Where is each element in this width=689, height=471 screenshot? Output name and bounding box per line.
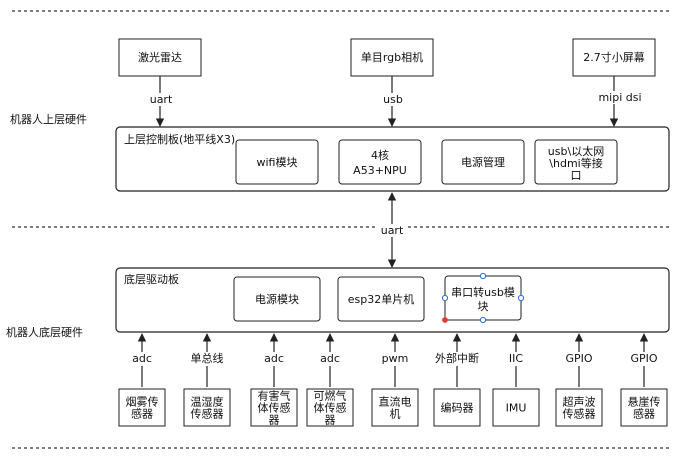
upper-device-camera: 单目rgb相机 xyxy=(350,38,434,77)
upper-module-power xyxy=(441,139,525,185)
lower-device-label: 超声波 xyxy=(563,395,596,409)
selection-handle[interactable] xyxy=(479,272,487,280)
lower-device-box xyxy=(306,388,354,427)
lower-device-label: 机 xyxy=(390,407,401,421)
upper-control-board: 上层控制板(地平线X3) wifi模块 4核 A53+NPU 电源管理 usb\… xyxy=(115,126,670,192)
module-line: 串口转usb模 xyxy=(451,285,515,299)
lower-device-box xyxy=(118,388,166,427)
lower-device-box xyxy=(250,388,298,427)
lower-device-box xyxy=(555,388,603,427)
link-label: adc xyxy=(264,352,284,365)
link-label: 单总线 xyxy=(191,351,224,365)
lower-device-label: 感器 xyxy=(633,408,655,421)
upper-device-screen: 2.7寸小屏幕 xyxy=(572,38,656,77)
lower-device-label: 有害气 xyxy=(258,389,291,403)
upper-board-title: 上层控制板(地平线X3) xyxy=(124,132,235,146)
upper-module-ports xyxy=(534,139,618,185)
lower-device-label: IMU xyxy=(506,402,527,415)
lower-device-label: 可燃气 xyxy=(314,389,347,403)
lower-device-box xyxy=(620,388,668,427)
upper-device-label: 单目rgb相机 xyxy=(361,50,423,64)
lower-device-label: 烟雾传 xyxy=(126,395,159,409)
link-label: usb xyxy=(383,93,403,106)
module-line: 电源模块 xyxy=(255,292,299,306)
module-line: A53+NPU xyxy=(353,164,407,177)
upper-module-wifi xyxy=(235,139,319,185)
lower-device-label: 温湿度 xyxy=(191,395,224,409)
lower-device-label: 体传感 xyxy=(258,401,291,415)
lower-driver-board: 底层驱动板 电源模块 esp32单片机 串口转usb模 块 xyxy=(115,267,670,333)
lower-device-box xyxy=(492,388,540,427)
lower-device-column: IIC IMU xyxy=(492,333,540,427)
selection-handle[interactable] xyxy=(517,294,525,302)
lower-device-label: 直流电 xyxy=(379,395,412,409)
link-label: GPIO xyxy=(630,352,657,365)
lower-device-label: 器 xyxy=(325,414,336,427)
lower-devices: adc烟雾传感器单总线温湿度传感器adc有害气体传感器adc可燃气体传感器pwm… xyxy=(118,333,668,427)
lower-device-label: 悬崖传 xyxy=(628,396,661,409)
inter-board-link-label: uart xyxy=(381,224,404,237)
link-label: GPIO xyxy=(565,352,592,365)
lower-device-label: 器 xyxy=(269,414,280,427)
lower-module-esp32 xyxy=(337,276,425,322)
upper-device-label: 激光雷达 xyxy=(138,50,182,64)
upper-device-label: 2.7寸小屏幕 xyxy=(583,50,645,64)
link-label: 外部中断 xyxy=(435,351,479,365)
lower-layer-label: 机器人底层硬件 xyxy=(6,325,83,339)
upper-module-cpu xyxy=(338,139,422,185)
lower-device-label: 编码器 xyxy=(441,401,474,415)
module-line: \hdmi等接 xyxy=(549,156,602,170)
link-label: uart xyxy=(150,93,173,106)
module-line: wifi模块 xyxy=(257,156,298,169)
link-label: IIC xyxy=(509,352,523,365)
module-line: esp32单片机 xyxy=(348,292,414,306)
lower-module-power xyxy=(233,276,321,322)
lower-device-box xyxy=(433,388,481,427)
module-line: 电源管理 xyxy=(461,155,505,169)
upper-layer-label: 机器人上层硬件 xyxy=(10,112,87,126)
link-label: pwm xyxy=(382,352,409,365)
module-line: 块 xyxy=(478,300,489,313)
lower-device-label: 传感器 xyxy=(563,408,596,421)
selection-handle[interactable] xyxy=(479,316,487,324)
link-label: mipi dsi xyxy=(598,91,641,104)
link-label: adc xyxy=(320,352,340,365)
module-line: 4核 xyxy=(371,148,389,162)
lower-device-label: 感器 xyxy=(131,408,153,421)
selection-handle[interactable] xyxy=(442,317,448,323)
lower-device-label: 传感器 xyxy=(191,408,224,421)
link-label: adc xyxy=(132,352,152,365)
lower-board-title: 底层驱动板 xyxy=(124,272,179,286)
lower-device-box xyxy=(371,388,419,427)
lower-device-label: 体传感 xyxy=(314,401,347,415)
module-line: 口 xyxy=(571,169,582,182)
selection-handle[interactable] xyxy=(441,294,449,302)
module-line: usb\以太网 xyxy=(548,145,604,158)
upper-device-lidar: 激光雷达 xyxy=(118,38,202,77)
lower-device-box xyxy=(183,388,231,427)
